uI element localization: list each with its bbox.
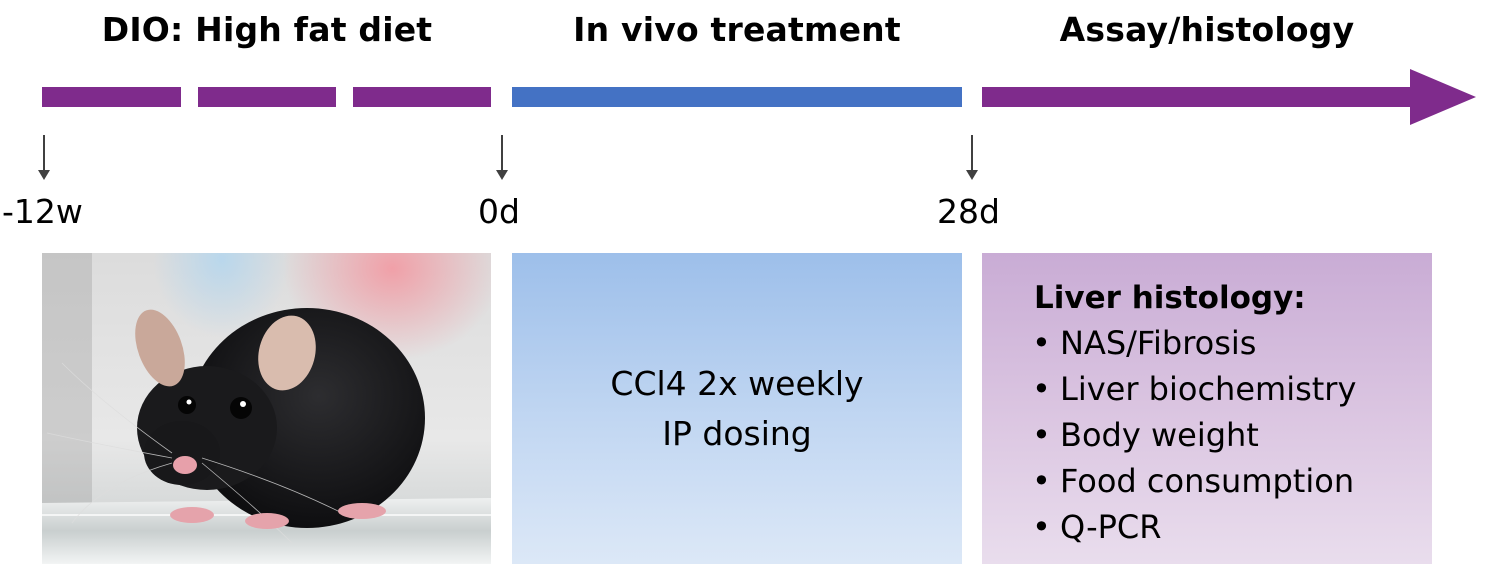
treatment-panel: CCl4 2x weekly IP dosing bbox=[512, 253, 962, 564]
assay-arrowhead-icon bbox=[1410, 69, 1476, 125]
phase-title-assay: Assay/histology bbox=[1059, 10, 1355, 49]
mouse-icon bbox=[42, 253, 491, 564]
diet-bar-segment-1 bbox=[42, 87, 181, 107]
assay-arrow-shaft bbox=[982, 87, 1412, 107]
arrow-down-icon bbox=[496, 135, 508, 180]
assay-heading: Liver histology: bbox=[1034, 280, 1306, 316]
assay-list-item: •Q-PCR bbox=[1032, 504, 1356, 550]
assay-list: •NAS/Fibrosis •Liver biochemistry •Body … bbox=[1032, 320, 1356, 550]
bullet-icon: • bbox=[1032, 416, 1051, 454]
arrow-down-icon bbox=[966, 135, 978, 180]
assay-list-item: •Body weight bbox=[1032, 412, 1356, 458]
timepoint-label-day28: 28d bbox=[937, 192, 1000, 231]
bullet-icon: • bbox=[1032, 508, 1051, 546]
timepoint-label-start: -12w bbox=[2, 192, 83, 231]
assay-panel: Liver histology: •NAS/Fibrosis •Liver bi… bbox=[982, 253, 1432, 564]
treatment-bar bbox=[512, 87, 962, 107]
assay-list-item: •Liver biochemistry bbox=[1032, 366, 1356, 412]
timepoint-label-day0: 0d bbox=[478, 192, 520, 231]
diet-bar-segment-2 bbox=[198, 87, 336, 107]
diet-bar-segment-3 bbox=[353, 87, 491, 107]
phase-title-diet: DIO: High fat diet bbox=[101, 10, 433, 49]
treatment-line-2: IP dosing bbox=[662, 413, 812, 453]
assay-list-item: •NAS/Fibrosis bbox=[1032, 320, 1356, 366]
phase-title-treatment: In vivo treatment bbox=[573, 10, 901, 49]
bullet-icon: • bbox=[1032, 462, 1051, 500]
bullet-icon: • bbox=[1032, 370, 1051, 408]
treatment-line-1: CCl4 2x weekly bbox=[610, 363, 864, 403]
bullet-icon: • bbox=[1032, 324, 1051, 362]
mouse-photo bbox=[42, 253, 491, 564]
arrow-down-icon bbox=[38, 135, 50, 180]
assay-list-item: •Food consumption bbox=[1032, 458, 1356, 504]
